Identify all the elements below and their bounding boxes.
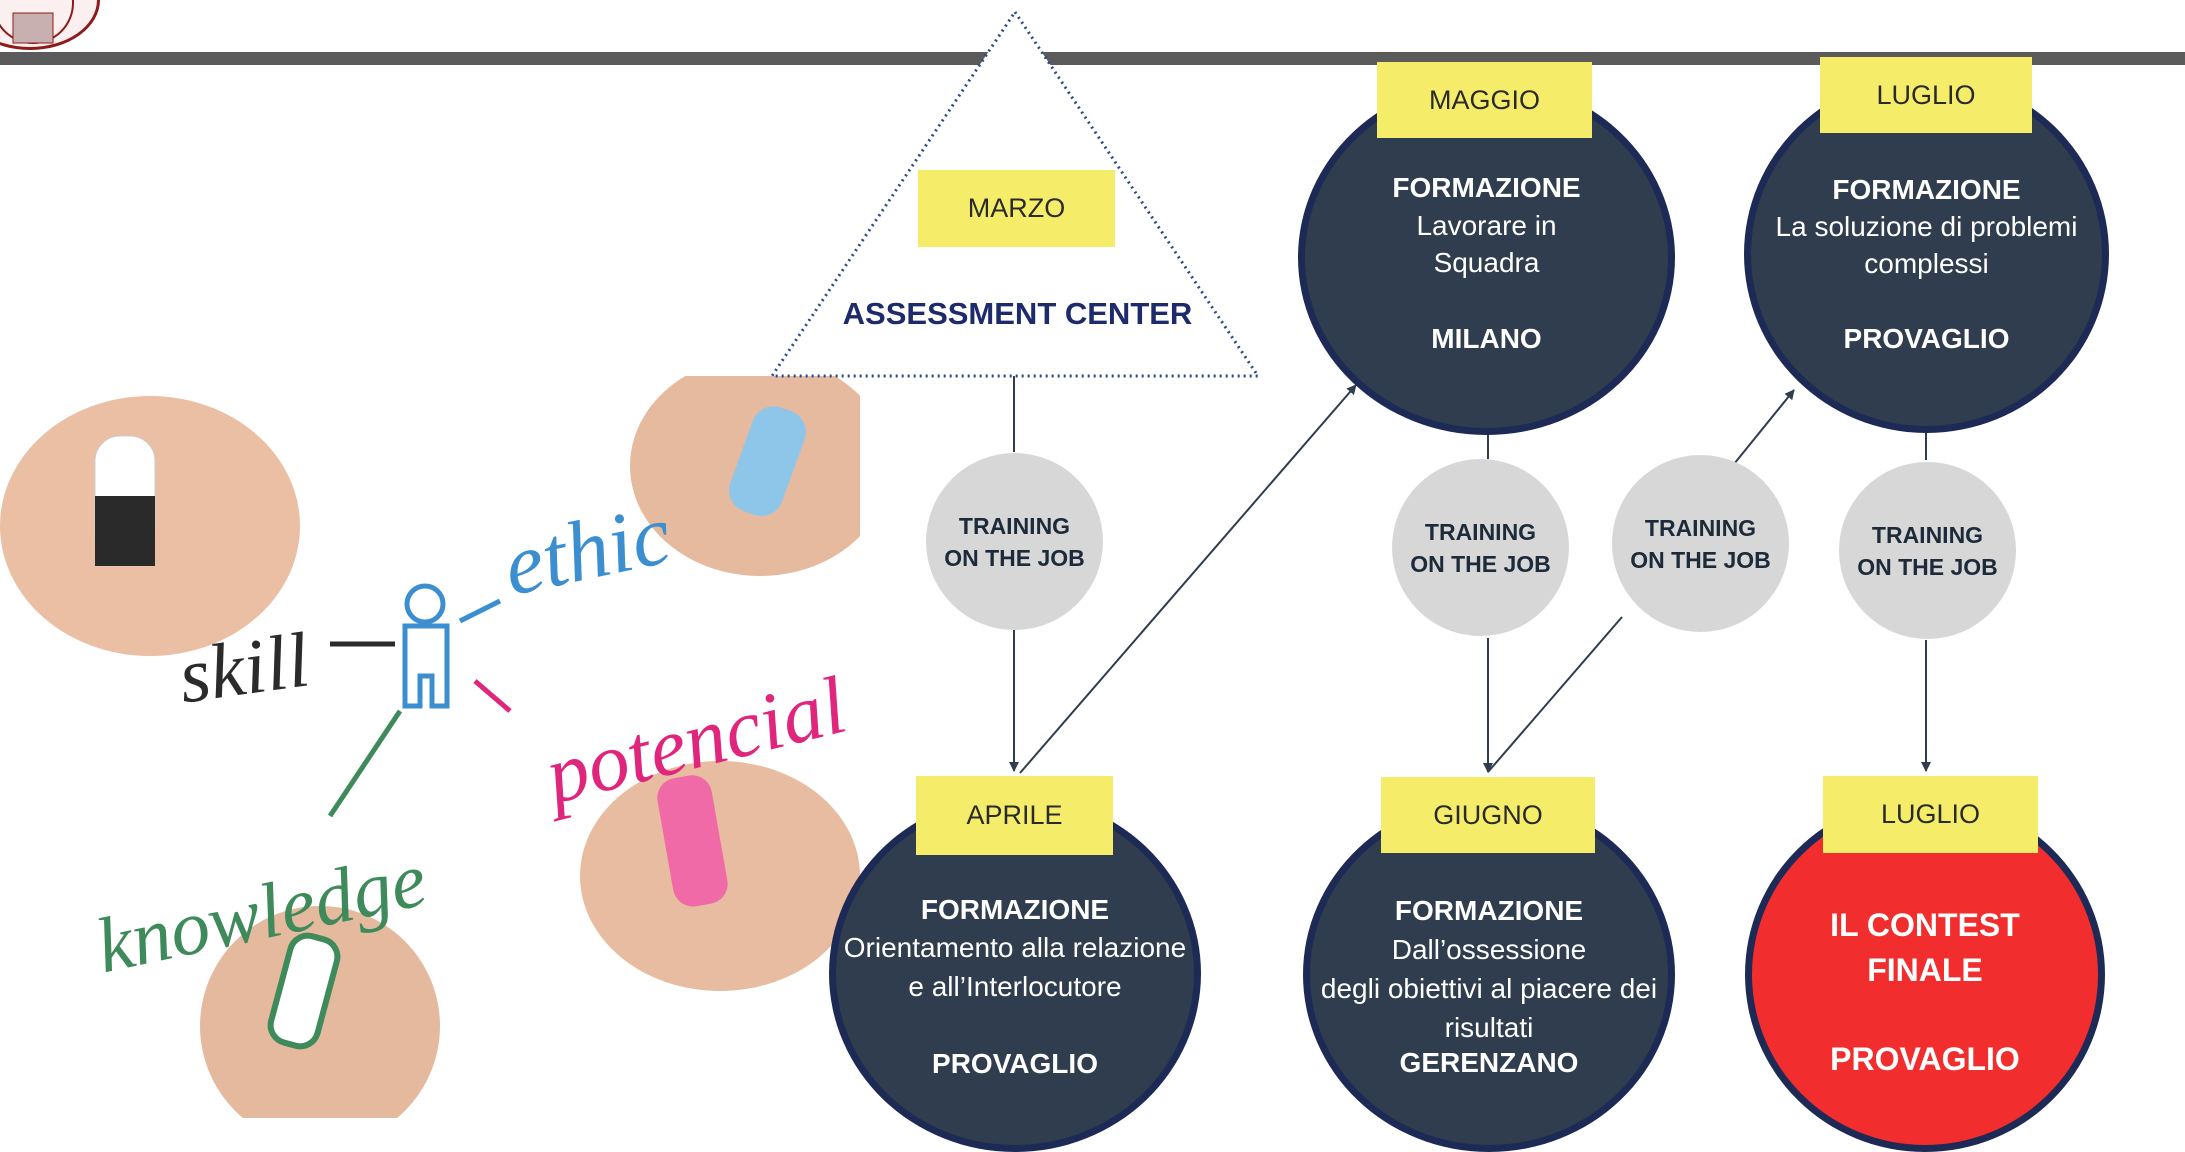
skills-photo: skill ethic potencial knowledge [0, 376, 860, 1118]
arrow-training-luglio [1733, 389, 1795, 465]
assessment-center-title: ASSESSMENT CENTER [842, 296, 1193, 331]
marker-green [267, 932, 341, 1050]
luglio-heading: FORMAZIONE [1832, 174, 2021, 205]
label-giugno: GIUGNO [1381, 777, 1595, 853]
giugno-line-3: risultati [1444, 1012, 1534, 1043]
circle-giugno: FORMAZIONE Dall’ossessione degli obietti… [1303, 797, 1675, 1152]
finale-line-1: IL CONTEST [1830, 907, 2020, 943]
maggio-location: MILANO [1431, 323, 1542, 354]
label-maggio: MAGGIO [1377, 62, 1592, 138]
word-skill: skill [174, 615, 315, 719]
aprile-location: PROVAGLIO [932, 1048, 1098, 1079]
person-figure-icon [402, 583, 450, 709]
label-aprile: APRILE [916, 776, 1113, 855]
aprile-line-2: e all’Interlocutore [908, 971, 1122, 1002]
aprile-heading: FORMAZIONE [920, 894, 1110, 925]
label-marzo: MARZO [918, 170, 1115, 247]
giugno-heading: FORMAZIONE [1394, 895, 1584, 926]
circle-maggio: FORMAZIONE Lavorare in Squadra MILANO [1298, 80, 1675, 435]
label-luglio-2: LUGLIO [1823, 776, 2038, 853]
giugno-location: GERENZANO [1399, 1047, 1579, 1078]
luglio-line-2: complessi [1864, 248, 1989, 279]
finale-line-2: FINALE [1867, 952, 1983, 988]
luglio-line-1: La soluzione di problemi [1775, 211, 2078, 242]
arrow-aprile-maggio [1019, 384, 1357, 774]
seal-emblem-icon [0, 0, 74, 44]
line-giugno-training [1487, 616, 1623, 773]
circle-luglio: FORMAZIONE La soluzione di problemi comp… [1744, 75, 2109, 433]
luglio-location: PROVAGLIO [1843, 323, 2010, 354]
circle-contest-finale: IL CONTEST FINALE PROVAGLIO [1745, 797, 2105, 1152]
aprile-line-1: Orientamento alla relazione [843, 932, 1187, 963]
giugno-line-1: Dall’ossessione [1391, 934, 1587, 965]
maggio-line-1: Lavorare in [1416, 210, 1557, 241]
marker-blue [729, 406, 806, 517]
marker-black [95, 496, 155, 566]
university-seal-logo [0, 0, 100, 50]
maggio-line-2: Squadra [1433, 247, 1540, 278]
header-bar [0, 52, 2185, 65]
maggio-heading: FORMAZIONE [1392, 172, 1581, 203]
marker-pink [657, 775, 728, 907]
finale-location: PROVAGLIO [1830, 1041, 2020, 1077]
giugno-line-2: degli obiettivi al piacere dei [1320, 973, 1658, 1004]
label-luglio-1: LUGLIO [1820, 57, 2032, 133]
